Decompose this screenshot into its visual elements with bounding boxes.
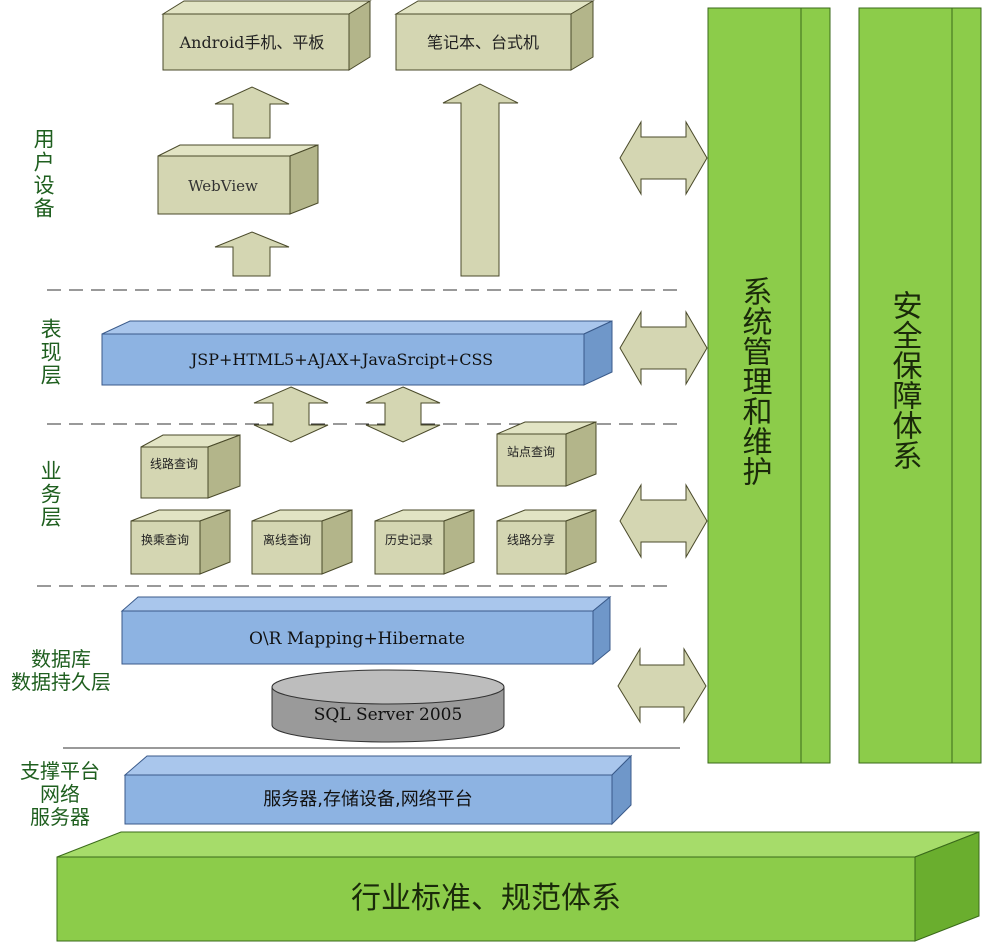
transfer-query-box: 换乘查询 <box>130 509 231 575</box>
support-label-line2: 网络 <box>40 782 80 806</box>
route-query-box: 线路查询 <box>140 434 241 499</box>
offline-query-box: 离线查询 <box>251 509 353 575</box>
webview-box: WebView <box>157 144 319 215</box>
presentation-layer-mgmt-arrow <box>619 310 708 386</box>
system-management-label: 系统管理和维护 <box>736 276 772 486</box>
laptop-device-box: 笔记本、台式机 <box>394 0 595 71</box>
support-platform-bar: 服务器,存储设备,网络平台 <box>123 754 633 826</box>
business-layer-label: 业务层 <box>38 460 63 529</box>
presentation-tech-label: JSP+HTML5+AJAX+JavaSrcipt+CSS <box>189 350 493 369</box>
android-device-box: Android手机、平板 <box>161 0 372 71</box>
history-label: 历史记录 <box>385 533 433 547</box>
presentation-layer-label: 表现层 <box>38 318 63 387</box>
presentation-business-arrow-left <box>253 386 329 443</box>
standards-label: 行业标准、规范体系 <box>351 881 621 916</box>
offline-query-label: 离线查询 <box>263 532 311 547</box>
support-label-line1: 支撑平台 <box>20 759 100 783</box>
user-layer-mgmt-arrow <box>619 120 708 196</box>
android-device-label: Android手机、平板 <box>179 33 325 52</box>
laptop-device-label: 笔记本、台式机 <box>427 33 539 52</box>
route-share-box: 线路分享 <box>496 509 597 575</box>
standards-bar: 行业标准、规范体系 <box>56 831 980 942</box>
transfer-query-label: 换乘查询 <box>141 533 189 547</box>
route-query-label: 线路查询 <box>150 456 198 471</box>
route-share-label: 线路分享 <box>507 532 555 547</box>
station-query-box: 站点查询 <box>496 421 597 487</box>
orm-bar: O\R Mapping+Hibernate <box>120 595 612 666</box>
security-label: 安全保障体系 <box>886 290 922 470</box>
support-label-line3: 服务器 <box>30 805 90 829</box>
presentation-to-laptop-arrow <box>442 83 519 277</box>
support-platform-label: 服务器,存储设备,网络平台 <box>263 789 472 810</box>
presentation-tech-bar: JSP+HTML5+AJAX+JavaSrcipt+CSS <box>101 320 613 386</box>
history-box: 历史记录 <box>374 509 475 575</box>
orm-label: O\R Mapping+Hibernate <box>249 629 465 649</box>
system-management-pillar <box>707 7 831 764</box>
sql-server-label: SQL Server 2005 <box>314 705 463 725</box>
security-pillar <box>858 7 982 764</box>
presentation-to-webview-arrow <box>214 231 290 277</box>
business-layer-mgmt-arrow <box>619 483 708 559</box>
station-query-label: 站点查询 <box>507 445 555 459</box>
support-layer-label: 支撑平台 网络 服务器 <box>2 760 118 829</box>
presentation-business-arrow-right <box>365 386 441 443</box>
sql-server-cylinder: SQL Server 2005 <box>271 669 505 743</box>
database-label-line2: 数据持久层 <box>11 670 111 694</box>
webview-label: WebView <box>188 177 258 195</box>
database-layer-label: 数据库 数据持久层 <box>0 648 122 694</box>
database-label-line1: 数据库 <box>31 647 91 671</box>
user-devices-label: 用户设备 <box>31 128 56 220</box>
webview-to-android-arrow <box>214 86 290 139</box>
database-layer-mgmt-arrow <box>617 647 707 724</box>
